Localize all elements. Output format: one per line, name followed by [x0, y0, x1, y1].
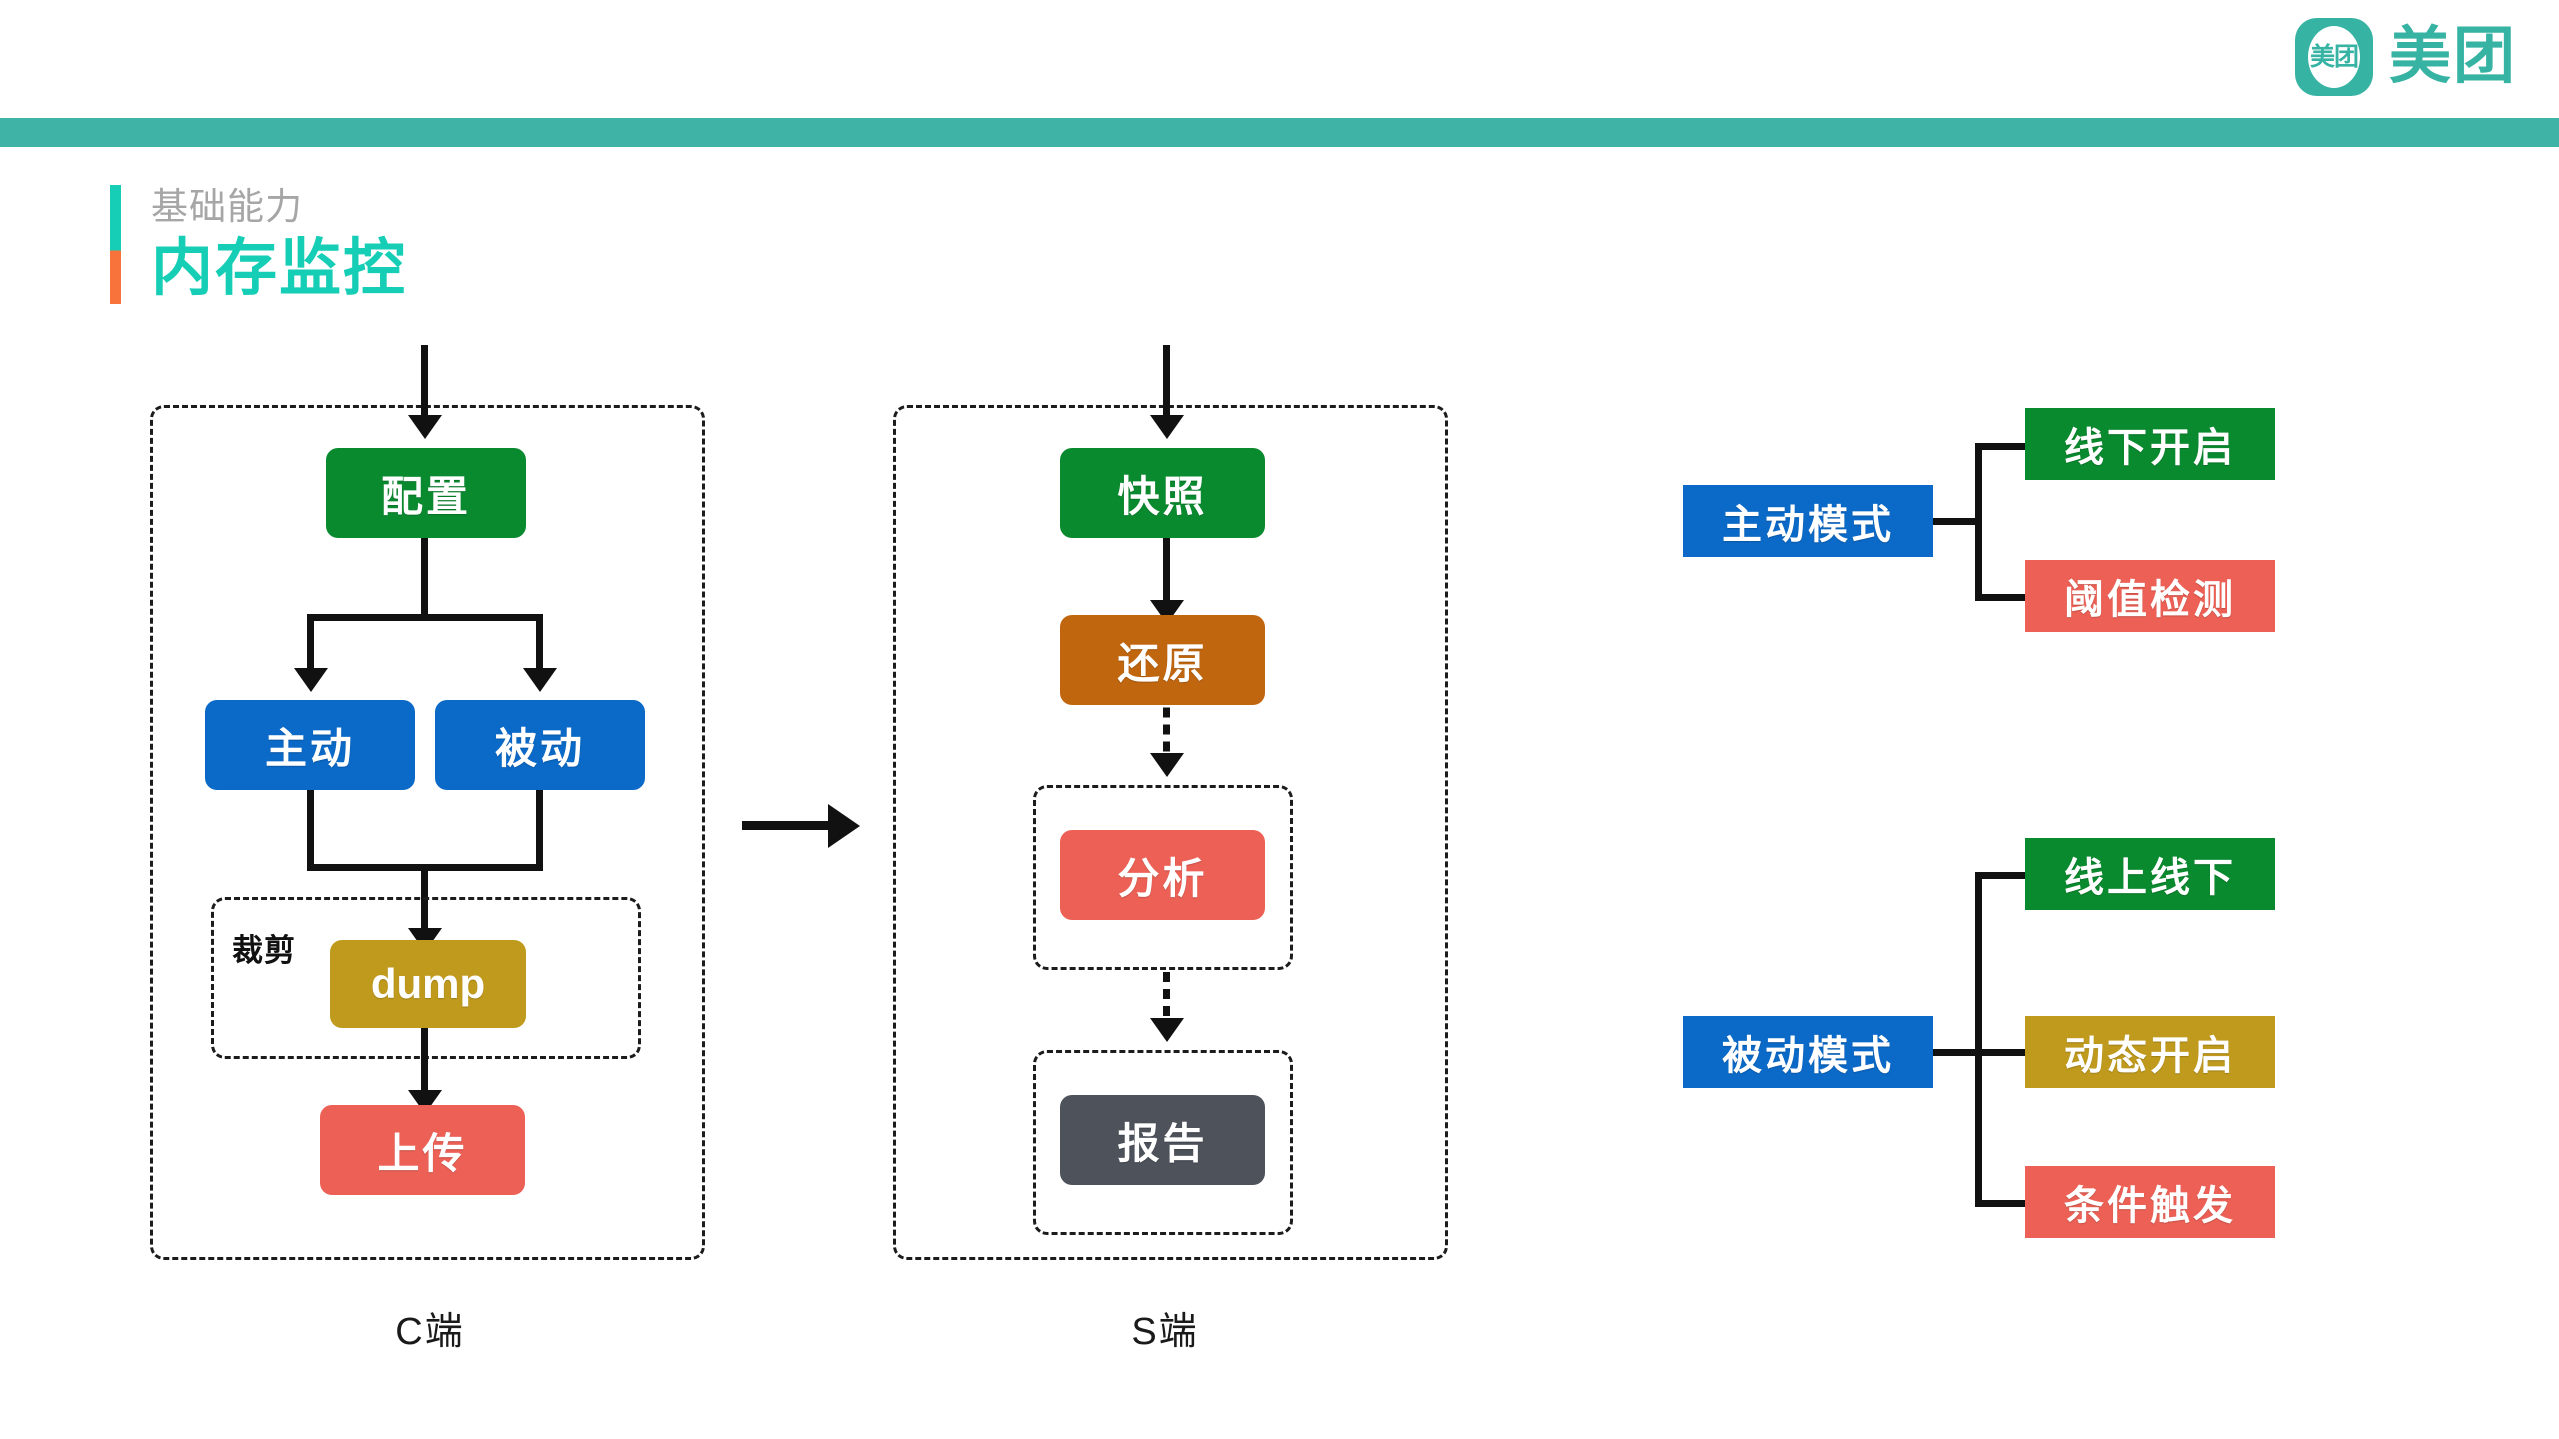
config-to-passive-line	[536, 614, 543, 674]
node-config[interactable]: 配置	[326, 448, 526, 538]
node-report[interactable]: 报告	[1060, 1095, 1265, 1185]
title-texts: 基础能力 内存监控	[151, 185, 407, 304]
node-analyze[interactable]: 分析	[1060, 830, 1265, 920]
config-split-bar	[307, 614, 543, 621]
active-mode-branch-2-connector	[1975, 594, 2025, 601]
meituan-mark-label: 美团	[2309, 42, 2359, 71]
node-passive[interactable]: 被动	[435, 700, 645, 790]
node-active[interactable]: 主动	[205, 700, 415, 790]
passive-mode-branch-1-connector	[1975, 872, 2025, 879]
meituan-mark-icon: 美团	[2294, 18, 2373, 96]
node-upload[interactable]: 上传	[320, 1105, 525, 1195]
slide-header: 美团 美团	[0, 0, 2559, 147]
client-entry-arrowhead-icon	[408, 415, 442, 439]
mode-child-dynamic-enable[interactable]: 动态开启	[2025, 1016, 2275, 1088]
active-mode-branch-1-connector	[1975, 443, 2025, 450]
active-mode-root-connector	[1933, 518, 1981, 525]
client-flow-caption: C端	[395, 1311, 465, 1353]
crop-group-label: 裁剪	[232, 933, 296, 968]
node-snapshot[interactable]: 快照	[1060, 448, 1265, 538]
passive-merge-line	[536, 790, 543, 870]
mode-child-condition-trigger[interactable]: 条件触发	[2025, 1166, 2275, 1238]
mode-child-threshold-detect[interactable]: 阈值检测	[2025, 560, 2275, 632]
title-block: 基础能力 内存监控	[110, 185, 407, 304]
snapshot-to-restore-line	[1163, 538, 1170, 606]
meituan-wordmark: 美团	[2388, 22, 2517, 91]
server-entry-arrowhead-icon	[1150, 415, 1184, 439]
client-entry-line	[421, 345, 428, 420]
mode-child-online-offline[interactable]: 线上线下	[2025, 838, 2275, 910]
restore-to-analyze-dotted-line	[1163, 706, 1170, 760]
passive-mode-branch-3-connector	[1975, 1200, 2025, 1207]
client-to-server-line	[742, 821, 832, 830]
title-accent-bar	[110, 185, 121, 304]
server-flow-caption: S端	[1131, 1311, 1199, 1353]
analyze-to-report-arrowhead-icon	[1150, 1018, 1184, 1042]
dump-to-upload-line	[421, 1028, 428, 1096]
active-mode-spine	[1975, 443, 1982, 601]
header-rule	[0, 118, 2559, 147]
meituan-logo: 美团 美团	[2294, 18, 2517, 96]
config-split-stem	[421, 538, 428, 620]
server-flow-container	[893, 405, 1448, 1260]
eyebrow-label: 基础能力	[151, 186, 303, 227]
passive-mode-root-connector	[1933, 1049, 1981, 1056]
report-group-box	[1033, 1050, 1293, 1235]
server-entry-line	[1163, 345, 1170, 420]
mode-root-passive[interactable]: 被动模式	[1683, 1016, 1933, 1088]
active-merge-line	[307, 790, 314, 870]
passive-mode-branch-2-connector	[1975, 1049, 2025, 1056]
page-title: 内存监控	[151, 233, 408, 303]
node-dump[interactable]: dump	[330, 940, 526, 1028]
mode-root-active[interactable]: 主动模式	[1683, 485, 1933, 557]
mode-child-offline-enable[interactable]: 线下开启	[2025, 408, 2275, 480]
config-to-passive-arrowhead-icon	[523, 668, 557, 692]
config-to-active-arrowhead-icon	[294, 668, 328, 692]
analyze-group-box	[1033, 785, 1293, 970]
client-to-server-arrowhead-icon	[828, 804, 860, 848]
passive-mode-spine	[1975, 872, 1982, 1207]
analyze-to-report-dotted-line	[1163, 970, 1170, 1025]
node-restore[interactable]: 还原	[1060, 615, 1265, 705]
restore-to-analyze-arrowhead-icon	[1150, 753, 1184, 777]
config-to-active-line	[307, 614, 314, 674]
